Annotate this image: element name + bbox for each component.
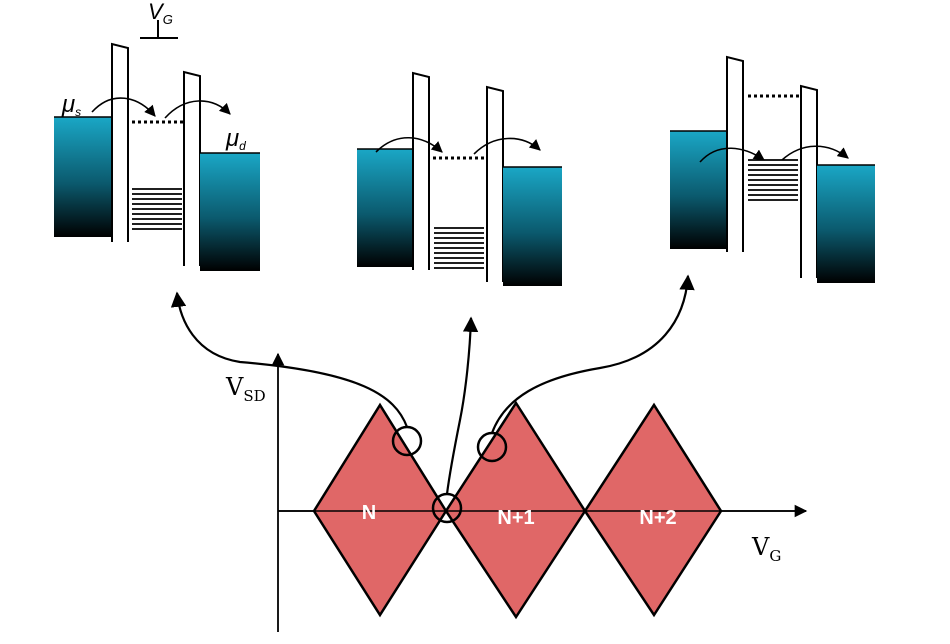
diamond-label-n: N [362,502,376,524]
connector-arrow-right [490,274,695,434]
diamond-label-n-plus-1: N+1 [497,507,534,529]
drain-lead [503,167,562,286]
barrier-right [486,85,504,282]
barrier-right [800,84,818,278]
diamond-label-n-plus-2: N+2 [639,507,676,529]
gate-symbol: VG [140,0,178,39]
connector-arrow-left [170,291,409,428]
diamond-n [312,402,448,618]
tunnel-arrow-out [164,100,231,119]
connector-arrow-center [445,316,479,495]
filled-levels [748,159,798,201]
barrier-left [412,71,430,270]
source-lead [670,131,727,249]
mu-drain-label: μd [225,125,246,153]
tunnel-arrow-out [473,137,541,155]
energy-diagram-1: VG μs μd [54,0,260,271]
barrier-left [726,55,744,252]
source-lead [54,117,112,237]
drain-lead [200,153,260,271]
tunnel-arrow-in [699,147,765,163]
source-lead [357,149,413,267]
tunnel-arrow-in [375,136,443,153]
y-axis-label: VSD [225,373,266,405]
tunnel-arrow-in [91,97,156,117]
filled-levels [434,227,484,269]
connector-arrows [170,274,695,495]
x-axis-label: VG [751,533,781,565]
filled-levels [132,188,182,230]
energy-diagram-2 [357,71,562,286]
energy-diagram-3 [670,55,875,283]
tunnel-arrow-out [781,145,849,161]
mu-source-label: μs [61,91,81,119]
barrier-left [111,42,129,242]
gate-voltage-label: VG [148,0,173,27]
coulomb-diamonds: N N+1 N+2 VSD VG [225,352,808,632]
drain-lead [817,165,875,283]
